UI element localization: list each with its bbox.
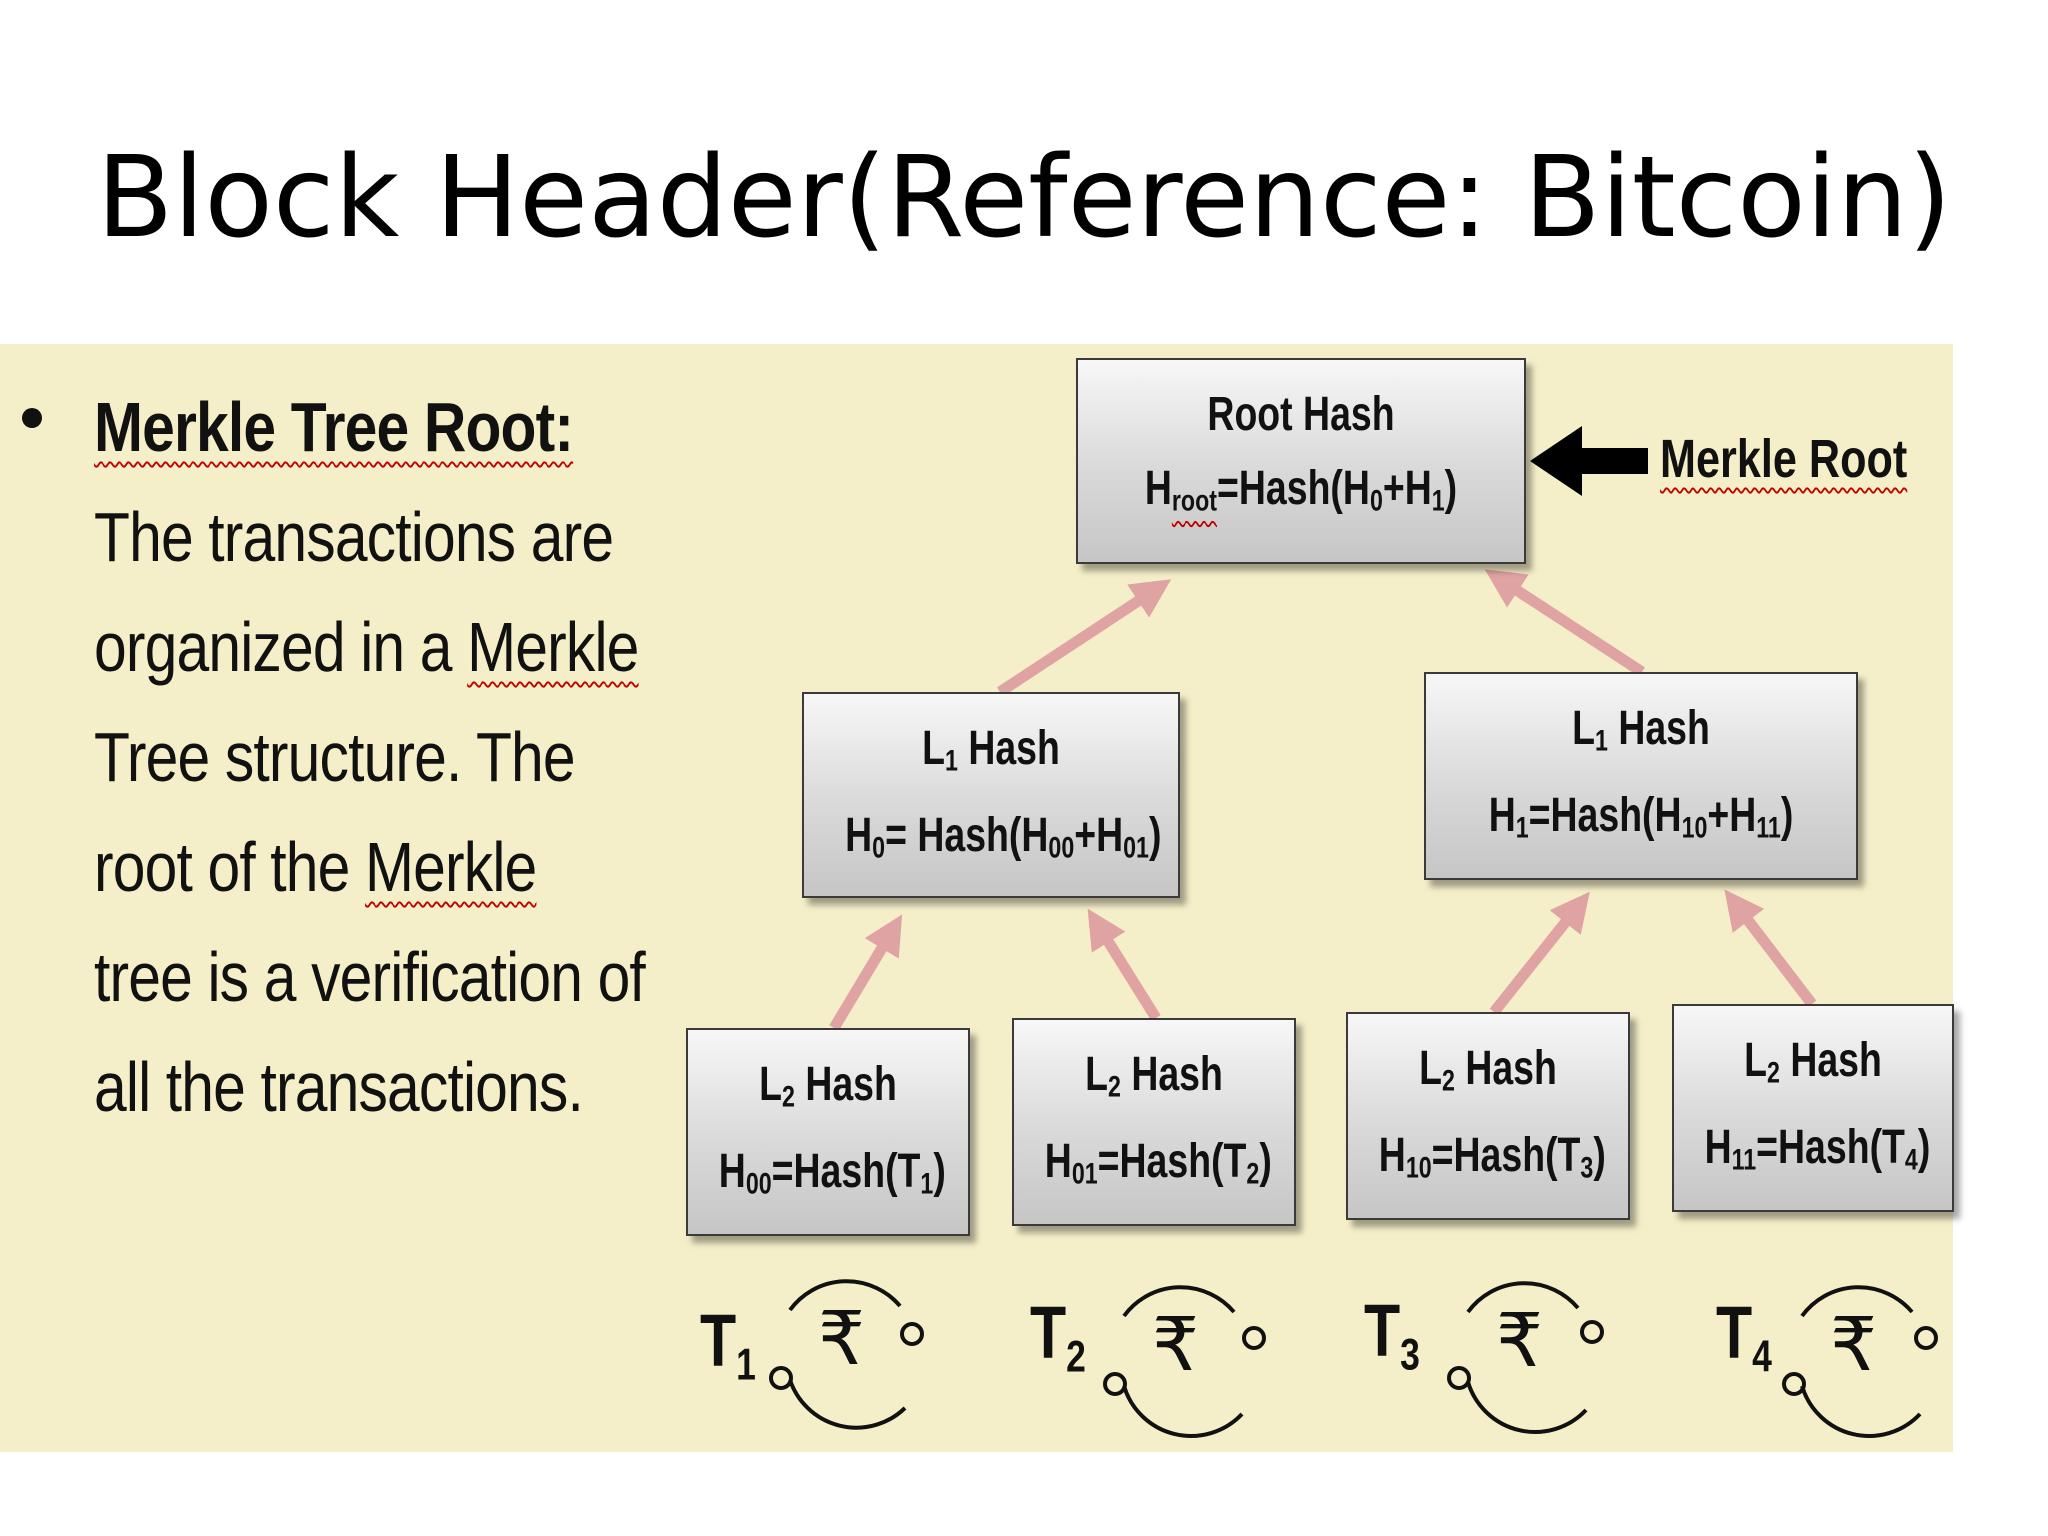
tx-label-3: T3	[1364, 1289, 1420, 1380]
rupee-icon: ₹	[818, 1296, 866, 1382]
root-hash-node: Root Hash Hroot=Hash(H0+H1)	[1076, 358, 1526, 564]
l2-hash-node-1: L2 Hash H00=Hash(T1)	[686, 1028, 970, 1236]
tx-icon-3	[1447, 1281, 1604, 1434]
content-panel	[0, 344, 1953, 1452]
slide-title: Block Header(Reference: Bitcoin)	[96, 133, 1952, 263]
l1-hash-node-right: L1 Hash H1=Hash(H10+H11)	[1424, 672, 1858, 880]
l2-hash-node-4: L2 Hash H11=Hash(T4)	[1672, 1004, 1954, 1212]
rupee-icon: ₹	[1496, 1298, 1544, 1384]
tx-label-4: T4	[1716, 1291, 1772, 1382]
arrow-h10-to-l1b	[1489, 891, 1590, 1016]
l2-hash-formula: H11=Hash(T4)	[1704, 1120, 1931, 1177]
bullet-text-2: Tree structure. The root of the	[94, 718, 576, 906]
rupee-icon: ₹	[1830, 1302, 1878, 1388]
l2-hash-node-3: L2 Hash H10=Hash(T3)	[1346, 1012, 1630, 1220]
l2-hash-formula: H00=Hash(T1)	[718, 1144, 946, 1201]
root-hash-formula: Hroot=Hash(H0+H1)	[1144, 462, 1458, 518]
l2-hash-formula: H10=Hash(T3)	[1378, 1128, 1606, 1185]
bullet-text-3: tree is a verification of all the transa…	[94, 938, 646, 1126]
bullet-marker	[22, 408, 42, 428]
tx-icon-1	[769, 1279, 924, 1430]
bullet-merkle-word-2: Merkle	[365, 828, 537, 906]
tx-label-2: T2	[1030, 1291, 1086, 1382]
l1-hash-title: L1 Hash	[922, 722, 1060, 778]
l2-hash-formula: H01=Hash(T2)	[1044, 1134, 1272, 1191]
arrow-h00-to-l1a	[829, 914, 903, 1031]
l2-hash-node-2: L2 Hash H01=Hash(T2)	[1012, 1018, 1296, 1226]
tx-icon-4	[1782, 1285, 1938, 1438]
l2-hash-title: L2 Hash	[1419, 1042, 1557, 1098]
l1-hash-node-left: L1 Hash H0= Hash(H00+H01)	[802, 692, 1180, 898]
merkle-root-label: Merkle Root	[1660, 429, 1908, 489]
arrow-h11-to-l1b	[1724, 889, 1817, 1008]
bullet-text-1: The transactions are organized in a	[94, 498, 614, 686]
arrow-h01-to-l1a	[1087, 908, 1161, 1021]
l2-hash-title: L2 Hash	[1744, 1034, 1882, 1090]
tx-label-1: T1	[700, 1299, 756, 1390]
bullet-merkle-word-1: Merkle	[467, 608, 639, 686]
arrow-l1b-to-root	[1484, 569, 1646, 677]
l1-hash-formula: H0= Hash(H00+H01)	[845, 808, 1162, 865]
bullet-lead: Merkle Tree Root:	[94, 388, 574, 466]
l2-hash-title: L2 Hash	[1085, 1048, 1223, 1104]
root-hash-title: Root Hash	[1207, 388, 1395, 441]
tx-icon-2	[1103, 1285, 1266, 1438]
l1-hash-title: L1 Hash	[1572, 702, 1710, 758]
transaction-icons	[769, 1279, 1938, 1438]
arrow-l1a-to-root	[996, 579, 1172, 697]
rupee-icon: ₹	[1152, 1302, 1200, 1388]
bullet-paragraph: Merkle Tree Root: The transactions are o…	[94, 372, 648, 1142]
merkle-root-pointer-arrow	[1530, 426, 1648, 496]
l2-hash-title: L2 Hash	[759, 1058, 897, 1114]
l1-hash-formula: H1=Hash(H10+H11)	[1488, 788, 1794, 845]
